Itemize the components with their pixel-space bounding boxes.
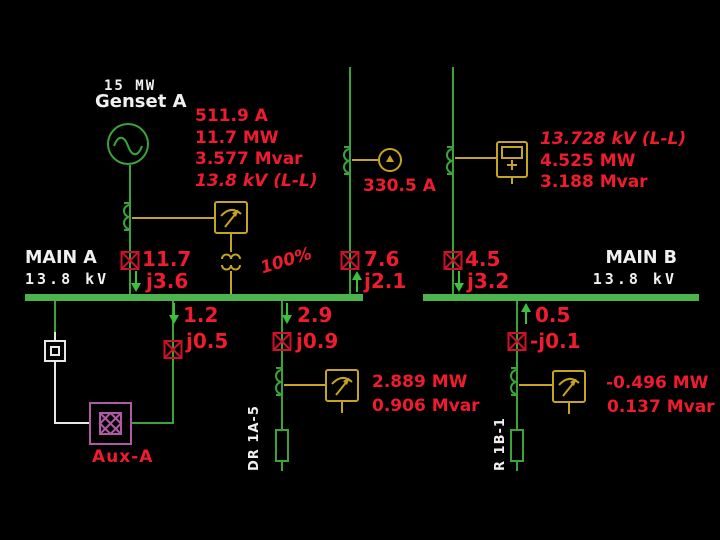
- generator-symbol[interactable]: [107, 123, 149, 165]
- feeder-a-mw: 2.889 MW: [372, 372, 468, 392]
- feeder-a-load-icon[interactable]: [275, 429, 289, 462]
- transformer-winding-icon: [221, 253, 241, 271]
- genset-metrics: 511.9 A 11.7 MW 3.577 Mvar 13.8 kV (L-L): [195, 106, 318, 192]
- feeder-a-flow-arrow-down-icon: [282, 303, 292, 324]
- digital-meter-icon[interactable]: [496, 141, 528, 178]
- genset-ct-icon: [123, 202, 131, 231]
- tie-a-breaker-icon[interactable]: [340, 251, 360, 270]
- feeder-b-label: R 1B-1: [493, 417, 508, 471]
- tie-b-q-value: j3.2: [467, 269, 510, 293]
- genset-mw: 11.7 MW: [195, 127, 279, 148]
- feeder-a-q-value: j0.9: [296, 329, 339, 353]
- bus-b-bar: [423, 294, 699, 301]
- tie-b-ct-icon: [446, 146, 454, 175]
- feeder-a-ct-icon: [275, 367, 283, 396]
- genset-p-value: 11.7: [142, 247, 192, 271]
- genset-breaker-icon[interactable]: [120, 251, 140, 270]
- feeder-b-meter-icon[interactable]: [552, 370, 586, 403]
- tie-b-breaker-icon[interactable]: [443, 251, 463, 270]
- bus-b-voltage-label: 13.8 kV: [592, 270, 677, 288]
- bus-a-name-label: MAIN A: [25, 248, 97, 268]
- right-meter-metrics: 13.728 kV (L-L) 4.525 MW 3.188 Mvar: [540, 129, 686, 194]
- center-meter-amps: 330.5 A: [363, 176, 436, 196]
- aux-p-value: 1.2: [183, 303, 219, 327]
- bus-b-name-label: MAIN B: [605, 248, 677, 268]
- feeder-a-breaker-icon[interactable]: [272, 332, 292, 351]
- feeder-a-p-value: 2.9: [297, 303, 333, 327]
- feeder-a-meter-icon[interactable]: [325, 369, 359, 402]
- genset-amps: 511.9 A: [195, 106, 268, 126]
- feeder-a-label: DR 1A-5: [247, 405, 262, 471]
- aux-flow-arrow-down-icon: [169, 303, 179, 324]
- tie-b-p-value: 4.5: [465, 247, 501, 271]
- genset-name-label: Genset A: [95, 91, 187, 112]
- tie-b-flow-arrow-down-icon: [454, 271, 464, 292]
- aux-label: Aux-A: [92, 447, 154, 467]
- right-meter-mw: 4.525 MW: [540, 150, 636, 171]
- genset-rating-label: 15 MW: [104, 78, 157, 94]
- aux-transformer-icon[interactable]: [89, 402, 132, 445]
- tie-a-ct-icon: [343, 146, 351, 175]
- feeder-b-q-value: -j0.1: [530, 329, 581, 353]
- tie-a-p-value: 7.6: [364, 247, 400, 271]
- feeder-b-p-value: 0.5: [535, 303, 571, 327]
- tie-a-flow-arrow-up-icon: [352, 271, 362, 292]
- feeder-b-load-icon[interactable]: [510, 429, 524, 462]
- feeder-b-mvar: 0.137 Mvar: [607, 397, 715, 417]
- tie-a-q-value: j2.1: [364, 269, 407, 293]
- feeder-b-mw: -0.496 MW: [606, 373, 709, 393]
- bus-a-bar: [25, 294, 363, 301]
- disconnect-switch-icon[interactable]: [44, 340, 66, 362]
- feeder-b-breaker-icon[interactable]: [507, 332, 527, 351]
- yellow-wires: [132, 157, 570, 414]
- feeder-b-flow-arrow-up-icon: [521, 303, 531, 324]
- aux-breaker-icon[interactable]: [163, 340, 183, 359]
- bus-a-voltage-label: 13.8 kV: [25, 270, 110, 288]
- aux-q-value: j0.5: [186, 329, 229, 353]
- genset-kv: 13.8 kV (L-L): [195, 170, 318, 191]
- feeder-b-ct-icon: [510, 367, 518, 396]
- genset-meter-icon[interactable]: [214, 201, 248, 234]
- ammeter-icon[interactable]: [378, 148, 402, 172]
- right-meter-mvar: 3.188 Mvar: [540, 172, 648, 192]
- right-meter-kv: 13.728 kV (L-L): [540, 129, 687, 149]
- feeder-a-mvar: 0.906 Mvar: [372, 396, 480, 416]
- genset-q-value: j3.6: [146, 269, 189, 293]
- genset-flow-arrow-down-icon: [131, 271, 141, 292]
- genset-mvar: 3.577 Mvar: [195, 149, 303, 169]
